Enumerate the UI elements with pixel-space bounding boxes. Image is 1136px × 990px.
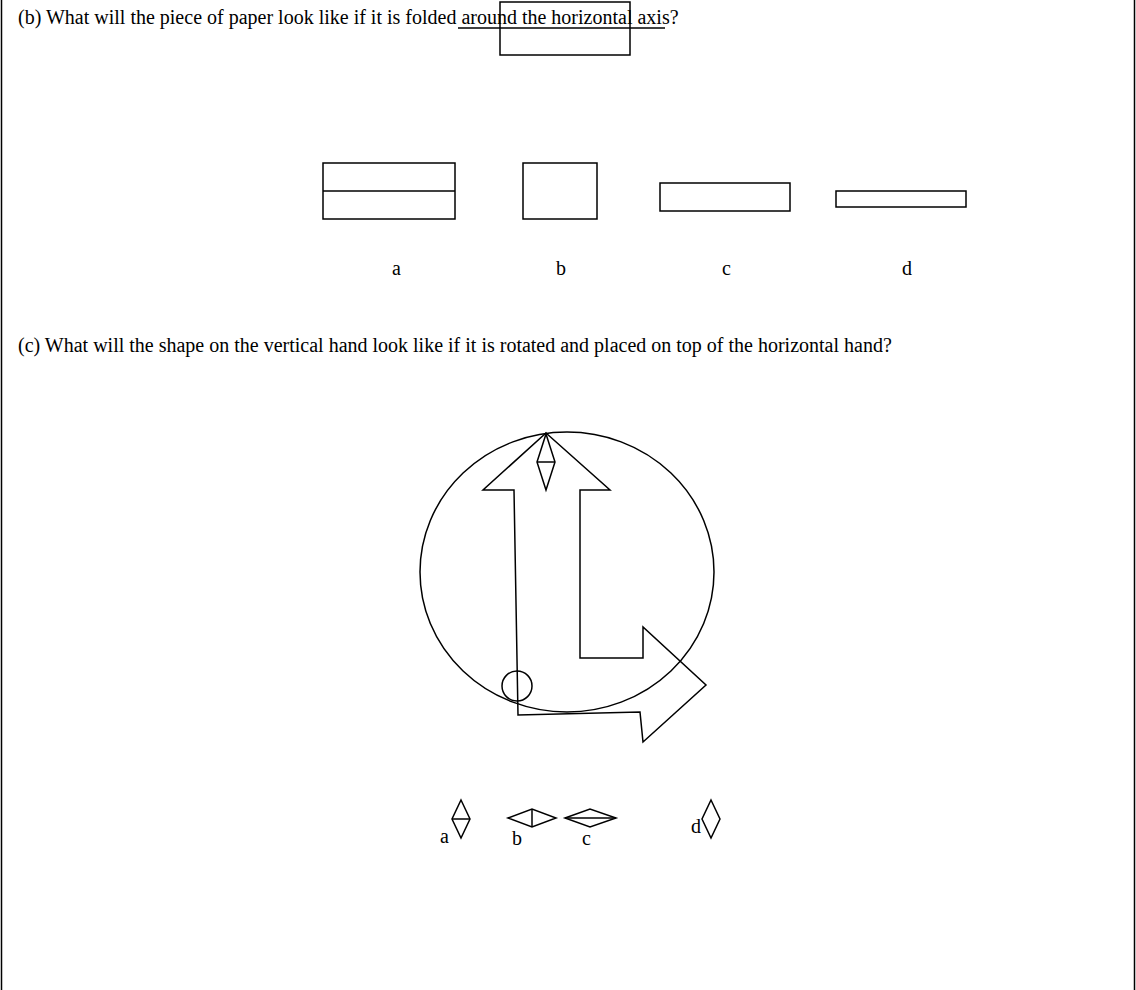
option-letter: b [512, 826, 522, 850]
diamond-line [531, 809, 533, 827]
diamond-line [452, 818, 470, 820]
fold-line [323, 190, 455, 192]
clock-face [420, 432, 714, 712]
diamond-mark [537, 434, 555, 490]
option-diamond [565, 809, 616, 827]
option-letter: d [902, 256, 912, 280]
option-letter: c [722, 256, 731, 280]
clock-hands [483, 433, 706, 742]
option-diamond [508, 809, 556, 827]
option-letter: a [392, 256, 401, 280]
clock-pivot [502, 671, 532, 701]
option-letter: c [582, 826, 591, 850]
diamond-line [565, 817, 616, 819]
option-shape [323, 163, 455, 219]
diamond-line [537, 461, 555, 463]
option-letter: d [691, 814, 701, 838]
question-text: (c) What will the shape on the vertical … [18, 329, 1130, 361]
option-diamond [702, 800, 720, 838]
option-shape [523, 163, 597, 219]
option-shape [660, 183, 790, 211]
option-letter: b [556, 256, 566, 280]
question-text: (b) What will the piece of paper look li… [18, 5, 679, 29]
option-diamond [452, 800, 470, 838]
option-shape [836, 191, 966, 207]
option-letter: a [440, 824, 449, 848]
